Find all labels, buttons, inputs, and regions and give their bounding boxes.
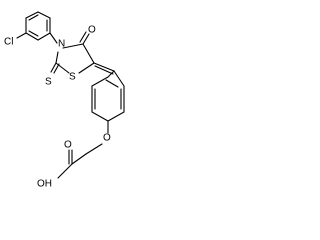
bond bbox=[78, 62, 95, 74]
bond-exocyclic bbox=[93, 62, 115, 72]
bond bbox=[25, 11, 39, 19]
bond bbox=[91, 111, 109, 122]
bond-o-ch2 bbox=[85, 143, 103, 155]
bond bbox=[37, 11, 51, 19]
bond-thione-double bbox=[53, 63, 60, 74]
bond bbox=[55, 51, 59, 64]
bond bbox=[62, 43, 84, 49]
structure-canvas: Cl N O S S O O OH bbox=[0, 0, 148, 201]
bond bbox=[107, 111, 125, 122]
chlorophenyl-ring bbox=[25, 11, 51, 41]
oh-label: OH bbox=[37, 179, 52, 190]
bond bbox=[82, 43, 95, 64]
bond bbox=[91, 76, 109, 87]
bond-exocyclic-double bbox=[94, 65, 114, 75]
bond-ch2-cooh bbox=[71, 153, 87, 165]
bond bbox=[107, 70, 115, 78]
bond bbox=[25, 32, 39, 41]
bond-thione bbox=[50, 62, 57, 73]
o-ketone-label: O bbox=[88, 25, 96, 36]
double-bond-inner bbox=[28, 30, 39, 37]
o-ether-label: O bbox=[103, 133, 111, 144]
bond-aryl-cl bbox=[16, 32, 27, 39]
n-atom-label: N bbox=[58, 39, 65, 50]
bond bbox=[55, 62, 70, 74]
double-bond-inner bbox=[28, 14, 39, 21]
o-acid-label: O bbox=[64, 140, 72, 151]
cl-atom-label: Cl bbox=[4, 37, 13, 48]
bond-carbonyl-double bbox=[79, 31, 87, 43]
bond-acid-oh bbox=[57, 163, 73, 179]
bond-carbonyl bbox=[82, 33, 90, 45]
bond bbox=[37, 32, 51, 41]
chemical-structure-diagram: Cl N O S S O O OH bbox=[4, 11, 125, 190]
bond-aryl-n bbox=[49, 32, 58, 44]
s-thione-label: S bbox=[45, 77, 52, 88]
double-bond-inner bbox=[105, 79, 119, 88]
phenylene-ring bbox=[91, 70, 125, 122]
bond bbox=[113, 70, 125, 87]
s-ring-label: S bbox=[69, 72, 76, 83]
